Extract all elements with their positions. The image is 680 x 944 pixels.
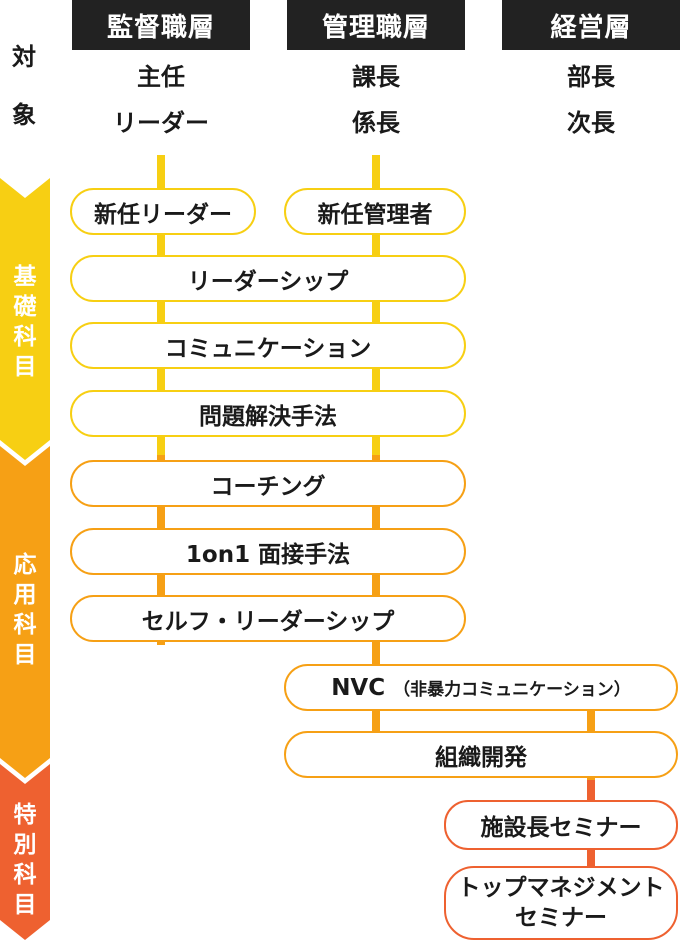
course-nvc: NVC （非暴力コミュニケーション） — [284, 664, 678, 711]
course-org-dev: 組織開発 — [284, 731, 678, 778]
header-management: 管理職層 — [287, 0, 465, 50]
category-basic: 基 礎 科 目 — [13, 264, 37, 380]
special-band — [0, 764, 50, 940]
basic-band — [0, 178, 50, 460]
applied-band — [0, 446, 50, 778]
course-director-seminar: 施設長セミナー — [444, 800, 678, 850]
course-leadership: リーダーシップ — [70, 255, 466, 302]
target-label: 対 象 — [10, 38, 38, 134]
course-communication: コミュニケーション — [70, 322, 466, 369]
course-nvc-title: NVC — [331, 674, 386, 701]
course-problem-solving: 問題解決手法 — [70, 390, 466, 437]
category-special: 特 別 科 目 — [13, 802, 37, 918]
header-executive: 経営層 — [502, 0, 680, 50]
course-one-on-one: 1on1 面接手法 — [70, 528, 466, 575]
course-self-leadership: セルフ・リーダーシップ — [70, 595, 466, 642]
target-label-char-1: 対 — [12, 43, 36, 71]
course-new-manager: 新任管理者 — [284, 188, 466, 235]
category-applied: 応 用 科 目 — [13, 552, 37, 668]
target-supervisory: 主任 リーダー — [113, 63, 209, 137]
connector-line — [372, 155, 380, 455]
course-new-leader: 新任リーダー — [70, 188, 256, 235]
course-coaching: コーチング — [70, 460, 466, 507]
target-management: 課長 係長 — [352, 63, 400, 137]
course-top-management-seminar: トップマネジメント セミナー — [444, 866, 678, 940]
course-nvc-note: （非暴力コミュニケーション） — [393, 680, 631, 700]
target-label-char-2: 象 — [12, 101, 36, 129]
header-supervisory: 監督職層 — [72, 0, 250, 50]
target-executive: 部長 次長 — [567, 63, 615, 137]
category-bands — [0, 178, 50, 940]
